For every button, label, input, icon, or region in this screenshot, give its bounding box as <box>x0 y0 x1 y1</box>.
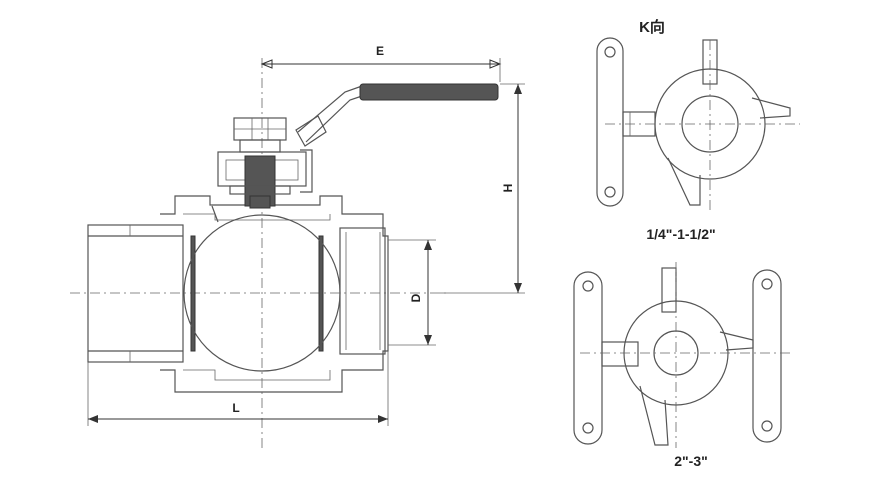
dimension-h: H <box>440 83 525 294</box>
dimension-l: L <box>87 351 389 426</box>
k-view-small: K向 1/4"-1-1/2" <box>596 18 800 242</box>
handle-grip <box>359 83 499 101</box>
k-view-title: K向 <box>639 18 665 36</box>
left-end-connector <box>87 224 184 363</box>
dimension-h-label: H <box>501 184 515 193</box>
valve-handle <box>295 83 499 193</box>
lever-plate <box>596 37 624 207</box>
small-size-range-label: 1/4"-1-1/2" <box>646 226 715 242</box>
valve-ball <box>183 214 341 372</box>
stem-assembly <box>217 117 307 209</box>
right-lever-plate <box>752 269 782 443</box>
right-seat-ring <box>318 235 324 352</box>
dimension-d: D <box>388 239 436 346</box>
dimension-e: E <box>260 44 502 82</box>
large-size-range-label: 2"-3" <box>674 453 708 469</box>
k-view-large: 2"-3" <box>573 262 790 469</box>
valve-body <box>160 195 389 393</box>
dimension-e-label: E <box>376 44 384 58</box>
left-lever-plate <box>573 271 603 445</box>
valve-section-view: E H D L <box>70 44 525 448</box>
dimension-d-label: D <box>409 293 423 302</box>
dimension-l-label: L <box>232 401 239 415</box>
left-seat-ring <box>190 235 196 352</box>
